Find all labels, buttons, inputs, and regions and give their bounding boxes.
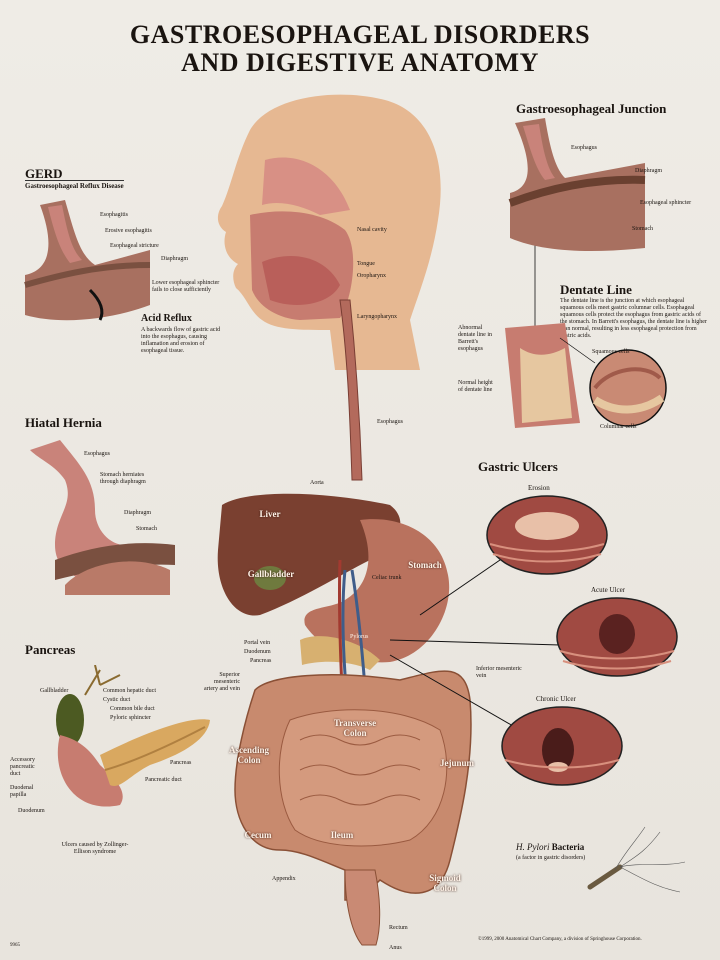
- hernia-label-esophagus: Esophagus: [84, 451, 110, 457]
- gej-illustration: [508, 118, 646, 251]
- gerd-subtitle: Gastroesophageal Reflux Disease: [25, 180, 124, 190]
- label-transverse-colon: Transverse Colon: [333, 718, 377, 738]
- label-celiac-trunk: Celiac trunk: [372, 575, 402, 581]
- rectum-shape: [344, 869, 381, 946]
- hiatal-hernia-illustration: [30, 440, 175, 595]
- pointer-chronic: [389, 654, 521, 731]
- label-inferior-mesenteric: Inferior mesenteric vein: [476, 666, 522, 679]
- label-stomach: Stomach: [408, 560, 442, 570]
- label-tongue: Tongue: [357, 261, 375, 267]
- hpylori-subtitle: (a factor in gastric disorders): [516, 855, 586, 861]
- gej-label-esophagus: Esophagus: [571, 145, 597, 151]
- label-superior-mesenteric: Superior mesenteric artery and vein: [204, 672, 240, 692]
- dentate-label-normal: Normal height of dentate line: [458, 380, 493, 393]
- gerd-label-esophagitis: Esophagitis: [100, 212, 128, 218]
- label-aorta: Aorta: [310, 480, 324, 486]
- gerd-label-sphincter: Lower esophageal sphincter fails to clos…: [152, 280, 220, 293]
- label-anus: Anus: [389, 945, 402, 951]
- pancreas-label-common-hepatic: Common hepatic duct: [103, 688, 156, 694]
- poster-title-line1: GASTROESOPHAGEAL DISORDERS: [129, 20, 591, 49]
- label-laryngopharynx: Laryngopharynx: [357, 314, 397, 320]
- pancreas-label-pancreatic-duct: Pancreatic duct: [145, 777, 182, 783]
- gej-title: Gastroesophageal Junction: [516, 101, 667, 116]
- label-pancreas-central: Pancreas: [250, 658, 272, 664]
- gerd-label-stricture: Esophageal stricture: [110, 243, 159, 249]
- hernia-label-stomach: Stomach: [136, 526, 157, 532]
- gej-label-stomach: Stomach: [632, 226, 653, 232]
- tongue-shape: [262, 255, 340, 305]
- hernia-label-diaphragm: Diaphragm: [124, 510, 151, 516]
- gerd-label-diaphragm: Diaphragm: [161, 256, 188, 262]
- pancreas-label-cystic: Cystic duct: [103, 697, 131, 703]
- nasal-cavity-shape: [262, 157, 350, 215]
- intestine-folds: [299, 734, 421, 806]
- label-portal-vein: Portal vein: [244, 640, 271, 646]
- ulcer-erosion-illustration: [486, 495, 608, 575]
- pancreas-label-duodenal-papilla: Duodenal papilla: [10, 785, 34, 798]
- dentate-label-abnormal: Abnormal dentate line in Barrett's esoph…: [458, 325, 492, 352]
- pancreas-label-pyloric: Pyloric sphincter: [110, 715, 151, 721]
- label-sigmoid-colon: Sigmoid Colon: [429, 873, 461, 893]
- acid-reflux-desc: A backwards flow of gastric acid into th…: [141, 327, 221, 354]
- pointer-acute: [389, 639, 561, 646]
- label-ileum: Ileum: [330, 830, 354, 840]
- label-rectum: Rectum: [389, 925, 408, 931]
- dentate-title: Dentate Line: [560, 282, 632, 297]
- dentate-illustration: [505, 323, 667, 428]
- small-intestine: [278, 709, 448, 847]
- acid-reflux-title: Acid Reflux: [141, 313, 192, 324]
- label-cecum: Cecum: [244, 830, 272, 840]
- gallbladder-shape: [254, 566, 286, 590]
- ulcer-label-chronic: Chronic Ulcer: [536, 695, 576, 703]
- footer-copyright: ©1999, 2000 Anatomical Chart Company, a …: [478, 937, 642, 942]
- label-duodenum: Duodenum: [244, 649, 271, 655]
- pointer-erosion: [419, 559, 501, 616]
- pancreas-illustration: [56, 665, 210, 807]
- pancreas-label-ulcers: Ulcers caused by Zollinger-Ellison syndr…: [61, 842, 129, 855]
- hiatal-hernia-title: Hiatal Hernia: [25, 415, 102, 430]
- pancreas-label-duodenum: Duodenum: [18, 808, 45, 814]
- label-ascending-colon: Ascending Colon: [228, 745, 269, 765]
- gerd-label-erosive: Erosive esophagitis: [105, 228, 152, 234]
- ulcer-label-acute: Acute Ulcer: [591, 586, 626, 594]
- gerd-title: GERD: [25, 166, 63, 181]
- pancreas-title: Pancreas: [25, 642, 76, 657]
- ulcer-acute-illustration: [556, 597, 678, 677]
- gej-label-diaphragm: Diaphragm: [635, 168, 662, 174]
- label-esophagus: Esophagus: [377, 419, 403, 425]
- hernia-label-herniates: Stomach herniates through diaphragm: [100, 472, 146, 485]
- hpylori-bacteria: Bacteria: [549, 842, 585, 852]
- ulcer-chronic-illustration: [501, 706, 623, 786]
- gerd-illustration: [24, 200, 151, 321]
- label-nasal-cavity: Nasal cavity: [357, 227, 387, 233]
- label-liver: Liver: [259, 509, 281, 519]
- dentate-label-columnar: Columnar cells: [600, 424, 637, 430]
- label-pylorus: Pylorus: [350, 634, 369, 640]
- dentate-desc: The dentate line is the junction at whic…: [560, 298, 707, 339]
- hpylori-title: H. Pylori Bacteria: [516, 842, 584, 852]
- label-gallbladder: Gallbladder: [247, 569, 295, 579]
- pancreas-label-common-bile: Common bile duct: [110, 706, 155, 712]
- hpylori-illustration: [587, 826, 686, 893]
- gastric-ulcers-title: Gastric Ulcers: [478, 459, 558, 474]
- poster-title-line2: AND DIGESTIVE ANATOMY: [181, 48, 539, 77]
- dentate-label-squamous: Squamous cells: [592, 349, 630, 355]
- esophagus-tube: [339, 299, 363, 481]
- pancreas-label-gallbladder: Gallbladder: [40, 688, 69, 694]
- gej-label-sphincter: Esophageal sphincter: [640, 200, 692, 206]
- hpylori-name: H. Pylori: [516, 842, 550, 852]
- label-appendix: Appendix: [272, 876, 296, 882]
- label-jejunum: Jejunum: [439, 758, 474, 768]
- pancreas-label-pancreas: Pancreas: [170, 760, 192, 766]
- ulcer-label-erosion: Erosion: [528, 484, 550, 492]
- footer-code: 9965: [10, 943, 20, 948]
- pancreas-label-accessory: Accessory pancreatic duct: [10, 757, 35, 777]
- label-oropharynx: Oropharynx: [357, 273, 386, 279]
